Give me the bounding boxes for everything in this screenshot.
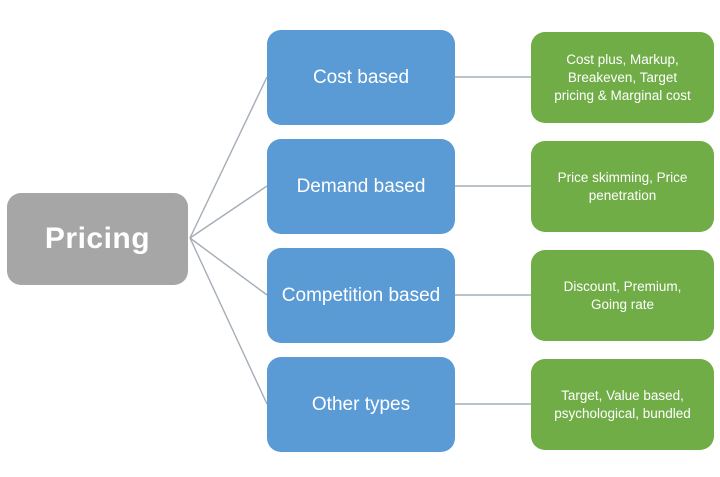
connector-root-to-cost-based	[189, 76, 268, 239]
node-other-types: Other types	[267, 357, 455, 452]
competition-based-label: Competition based	[281, 284, 441, 306]
node-competition-based: Competition based	[267, 248, 455, 343]
other-types-details-label: Target, Value based, psychological, bund…	[554, 387, 691, 421]
demand-based-label: Demand based	[296, 175, 426, 197]
cost-based-label: Cost based	[312, 66, 410, 88]
competition-based-details-label: Discount, Premium, Going rate	[563, 278, 682, 312]
pricing-root-label: Pricing	[44, 222, 151, 255]
node-demand-based-details: Price skimming, Price penetration	[531, 141, 714, 232]
connector-root-to-competition-based	[189, 237, 268, 296]
cost-based-details-label: Cost plus, Markup, Breakeven, Target pri…	[554, 51, 691, 103]
connector-root-to-demand-based	[189, 185, 268, 239]
connector-root-to-other-types	[189, 237, 268, 405]
demand-based-details-label: Price skimming, Price penetration	[557, 169, 688, 203]
node-other-types-details: Target, Value based, psychological, bund…	[531, 359, 714, 450]
other-types-label: Other types	[311, 393, 411, 415]
node-pricing-root: Pricing	[7, 193, 188, 285]
node-competition-based-details: Discount, Premium, Going rate	[531, 250, 714, 341]
node-cost-based-details: Cost plus, Markup, Breakeven, Target pri…	[531, 32, 714, 123]
node-demand-based: Demand based	[267, 139, 455, 234]
node-cost-based: Cost based	[267, 30, 455, 125]
